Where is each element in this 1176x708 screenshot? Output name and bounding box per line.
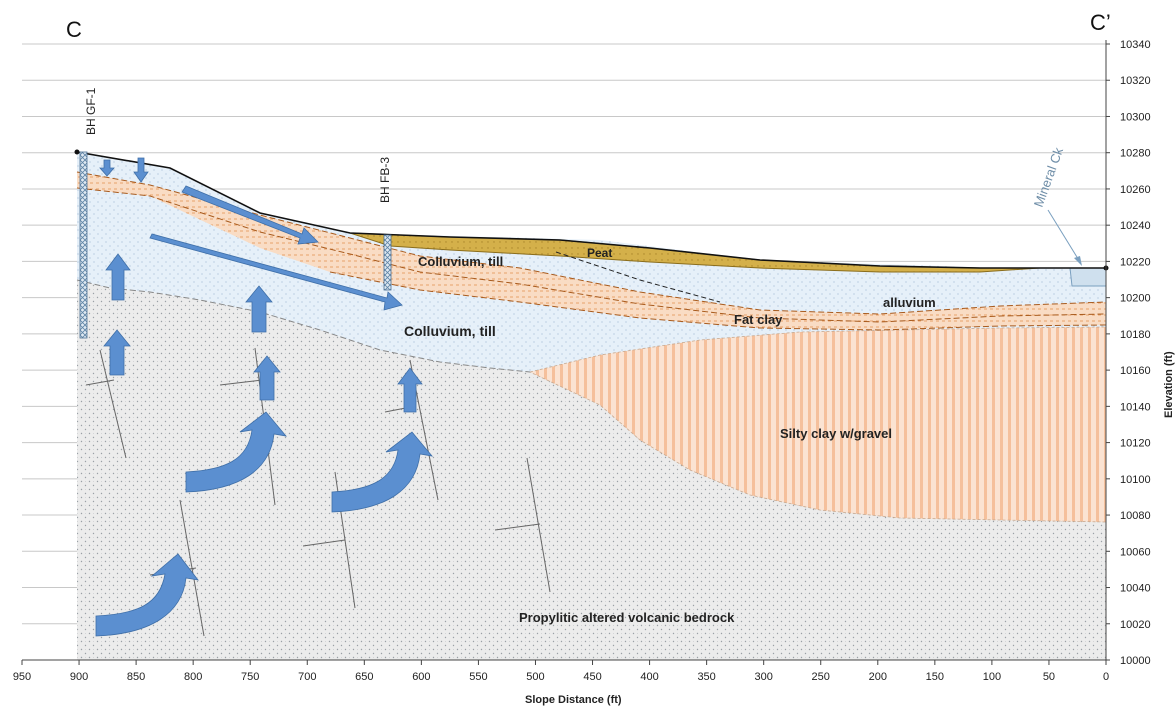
flow-arrow	[245, 285, 273, 333]
y-tick-label: 10060	[1120, 546, 1151, 558]
y-tick-label: 10240	[1120, 220, 1151, 232]
creek-leader-line	[1047, 209, 1081, 263]
x-axis-title: Slope Distance (ft)	[525, 694, 622, 706]
flow-arrow	[133, 157, 149, 183]
x-tick-label: 800	[184, 671, 202, 683]
x-tick-label: 50	[1043, 671, 1055, 683]
unit-labels: Peat Colluvium, till Colluvium, till all…	[404, 246, 936, 625]
label-bedrock: Propylitic altered volcanic bedrock	[519, 610, 735, 625]
x-tick-label: 900	[70, 671, 88, 683]
label-colluvium-lower: Colluvium, till	[404, 323, 496, 339]
flow-arrow	[105, 253, 131, 301]
unit-fat-clay	[77, 172, 1106, 330]
label-fat-clay: Fat clay	[734, 312, 783, 327]
y-tick-label: 10220	[1120, 256, 1151, 268]
x-tick-label: 600	[412, 671, 430, 683]
section-start-label: C	[66, 17, 82, 42]
flow-arrow	[95, 553, 199, 637]
x-tick-label: 750	[241, 671, 259, 683]
contact-dashed-1	[76, 171, 1107, 315]
y-tick-label: 10260	[1120, 184, 1151, 196]
x-tick-label: 400	[640, 671, 658, 683]
x-tick-label: 550	[469, 671, 487, 683]
flow-arrow	[253, 355, 281, 401]
contact-dashed-2	[76, 187, 1107, 323]
x-tick-label: 450	[583, 671, 601, 683]
creek-leader-arrowhead	[1074, 256, 1082, 266]
flow-arrow	[149, 233, 403, 311]
y-tick-label: 10280	[1120, 148, 1151, 160]
borehole-bh-gf-1	[79, 151, 88, 339]
borehole-label-bh-fb-3: BH FB-3	[378, 157, 392, 203]
x-tick-label: 150	[926, 671, 944, 683]
label-silty-clay: Silty clay w/gravel	[780, 426, 892, 441]
y-tick-label: 10300	[1120, 111, 1151, 123]
flow-arrow	[331, 431, 433, 513]
y-tick-label: 10080	[1120, 510, 1151, 522]
groundwater-arrows	[95, 157, 433, 637]
y-tick-label: 10200	[1120, 293, 1151, 305]
flow-arrow	[181, 185, 319, 245]
borehole-label-bh-gf-1: BH GF-1	[84, 87, 98, 135]
borehole-bh-fb-3	[383, 234, 392, 291]
y-tick-label: 10120	[1120, 438, 1151, 450]
ground-surface-line	[76, 151, 1106, 269]
x-tick-label: 500	[526, 671, 544, 683]
section-end-label: C’	[1090, 10, 1111, 35]
y-tick-label: 10040	[1120, 583, 1151, 595]
y-tick-label: 10140	[1120, 401, 1151, 413]
x-tick-label: 850	[127, 671, 145, 683]
contact-colluvium-bedrock	[76, 279, 531, 373]
unit-silty-clay	[528, 326, 1107, 523]
x-tick-label: 250	[812, 671, 830, 683]
y-tick-label: 10320	[1120, 75, 1151, 87]
flow-arrow	[99, 159, 115, 177]
x-tick-label: 300	[755, 671, 773, 683]
y-tick-label: 10180	[1120, 329, 1151, 341]
mineral-ck-channel	[1069, 267, 1107, 287]
flow-arrow	[185, 411, 287, 493]
surface-point	[74, 149, 80, 155]
x-tick-label: 350	[697, 671, 715, 683]
creek-label: Mineral Ck	[1031, 145, 1067, 209]
y-tick-label: 10000	[1120, 655, 1151, 667]
geology-layers	[74, 149, 1109, 660]
label-colluvium-upper: Colluvium, till	[418, 254, 503, 269]
flow-arrow	[103, 329, 131, 376]
y-tick-label: 10340	[1120, 39, 1151, 51]
y-tick-label: 10020	[1120, 619, 1151, 631]
y-tick-label: 10100	[1120, 474, 1151, 486]
contact-peat-dashed	[555, 251, 721, 303]
label-peat: Peat	[587, 246, 612, 260]
x-tick-label: 950	[13, 671, 31, 683]
boreholes: BH GF-1 BH FB-3	[79, 87, 392, 339]
y-axis-title: Elevation (ft)	[1163, 351, 1175, 418]
flow-arrow	[397, 367, 423, 413]
x-tick-label: 700	[298, 671, 316, 683]
contact-dashed-3	[329, 271, 1107, 331]
x-tick-label: 0	[1103, 671, 1109, 683]
x-tick-label: 650	[355, 671, 373, 683]
creek-callout: Mineral Ck	[1031, 145, 1082, 266]
label-alluvium: alluvium	[883, 295, 936, 310]
x-tick-label: 100	[983, 671, 1001, 683]
y-tick-labels: 10000 10020 10040 10060 10080 10100 10120 10140…	[1106, 39, 1151, 667]
x-tick-label: 200	[869, 671, 887, 683]
y-tick-label: 10160	[1120, 365, 1151, 377]
